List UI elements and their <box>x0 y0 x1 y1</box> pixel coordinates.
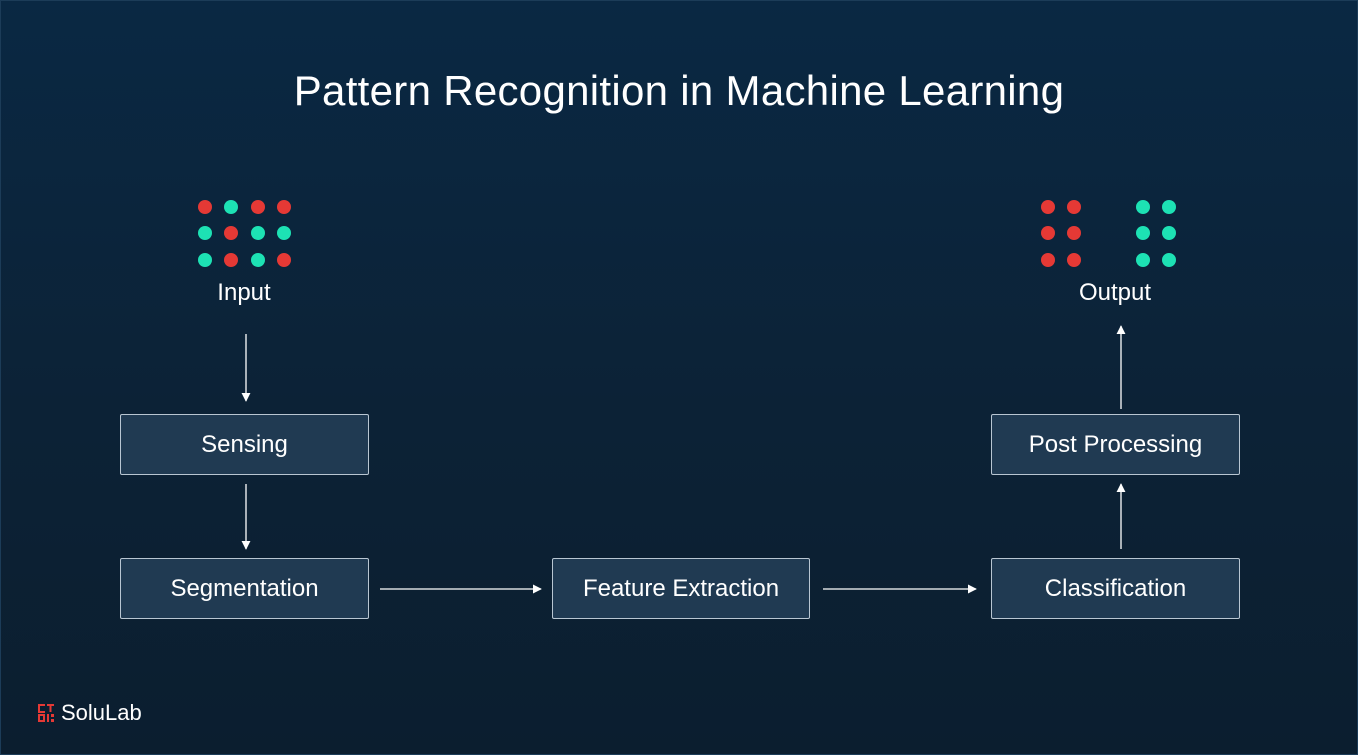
classification-label: Classification <box>1044 574 1187 602</box>
output-right-dot-teal <box>1162 252 1177 267</box>
post-processing-box: Post Processing <box>991 414 1240 475</box>
output-right-dot-teal <box>1136 252 1150 267</box>
output-left-dot-red <box>1067 226 1082 241</box>
input-dot-teal <box>198 252 212 267</box>
segmentation-box: Segmentation <box>120 558 369 619</box>
input-dot-red <box>276 252 291 267</box>
input-dot-red <box>198 200 212 214</box>
input-dot-teal <box>276 226 291 241</box>
classification-box: Classification <box>991 558 1240 619</box>
input-dot-red <box>224 252 239 267</box>
feature-extraction-label: Feature Extraction <box>582 574 780 602</box>
output-left-dot-red <box>1041 226 1055 241</box>
sensing-label: Sensing <box>201 430 288 458</box>
input-dot-red <box>276 200 291 214</box>
brand-name: SoluLab <box>61 700 142 725</box>
output-left-dot-red <box>1067 200 1082 214</box>
output-left-dot-red <box>1067 252 1082 267</box>
solulab-logo-icon <box>38 704 54 722</box>
segmentation-label: Segmentation <box>170 574 319 602</box>
output-right-dot-teal <box>1136 200 1150 214</box>
output-right-dot-teal <box>1162 226 1177 241</box>
input-dot-red <box>250 200 265 214</box>
input-dot-teal <box>250 252 265 267</box>
sensing-box: Sensing <box>120 414 369 475</box>
feature-extraction-box: Feature Extraction <box>552 558 810 619</box>
input-dot-red <box>224 226 239 241</box>
output-right-dot-teal <box>1162 200 1177 214</box>
output-left-dot-red <box>1041 252 1055 267</box>
output-left-dot-red <box>1041 200 1055 214</box>
post-processing-label: Post Processing <box>1028 430 1203 458</box>
input-dot-teal <box>224 200 239 214</box>
input-dot-teal <box>250 226 265 241</box>
brand: SoluLab <box>37 700 142 726</box>
output-right-dot-teal <box>1136 226 1150 241</box>
input-label: Input <box>217 279 271 306</box>
output-label: Output <box>1078 279 1152 306</box>
diagram-title: Pattern Recognition in Machine Learning <box>293 67 1065 114</box>
input-dot-teal <box>198 226 212 241</box>
